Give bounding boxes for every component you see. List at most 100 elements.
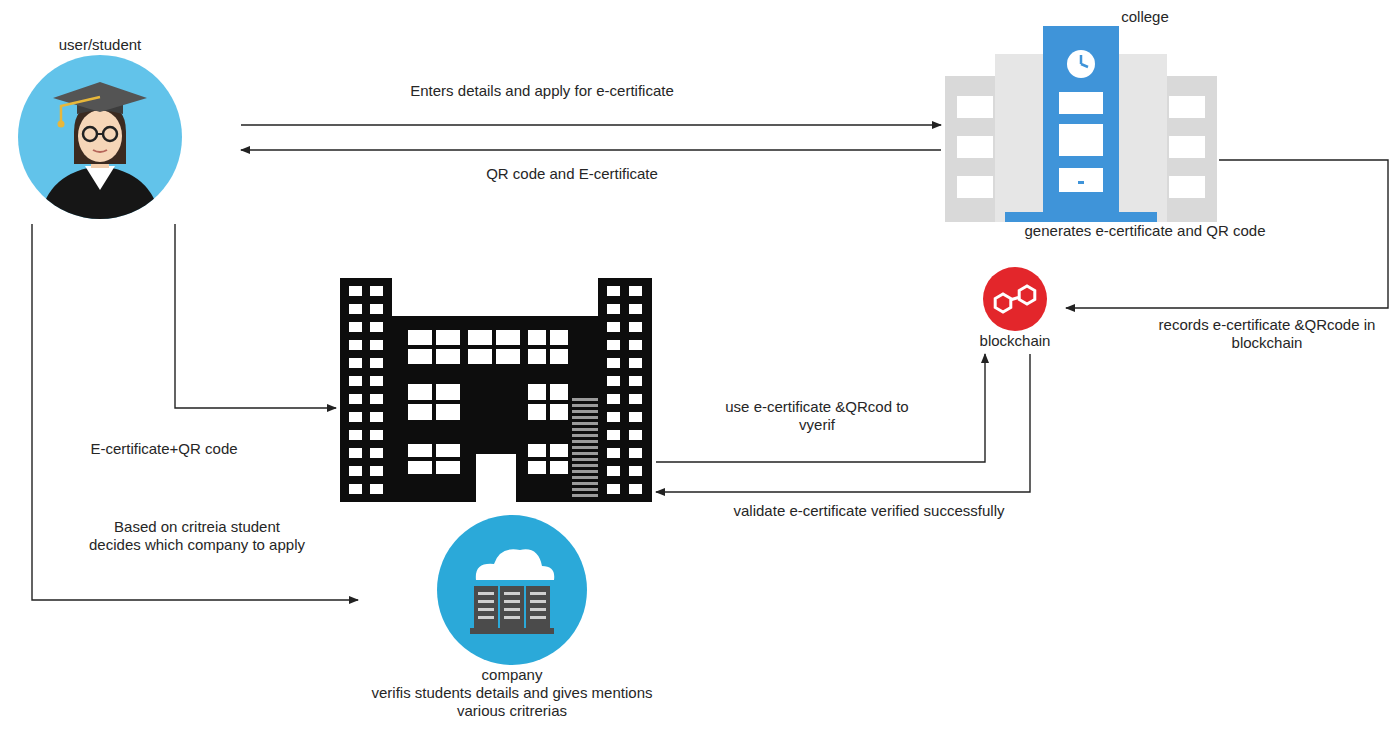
drawing-shape bbox=[370, 358, 383, 368]
drawing-shape bbox=[1010, 297, 1020, 300]
drawing-shape bbox=[607, 322, 620, 332]
drawing-shape bbox=[629, 466, 642, 476]
node-text: generates e-certificate and QR code bbox=[1025, 222, 1266, 240]
drawing-shape bbox=[530, 616, 546, 619]
drawing-shape bbox=[1169, 176, 1205, 198]
flow-arrow bbox=[656, 354, 1030, 492]
edge-label: Based on critreia student decides which … bbox=[85, 518, 309, 554]
drawing-shape bbox=[370, 448, 383, 458]
drawing-shape bbox=[370, 322, 383, 332]
node-heading: blockchain bbox=[980, 332, 1051, 350]
drawing-shape bbox=[370, 412, 383, 422]
drawing-shape bbox=[607, 358, 620, 368]
drawing-shape bbox=[607, 430, 620, 440]
drawing-shape bbox=[629, 412, 642, 422]
drawing-shape bbox=[349, 358, 362, 368]
drawing-shape bbox=[629, 394, 642, 404]
drawing-shape bbox=[370, 376, 383, 386]
drawing-shape bbox=[572, 410, 598, 413]
drawing-shape bbox=[572, 494, 598, 497]
drawing-shape bbox=[1019, 286, 1035, 304]
drawing-shape bbox=[370, 286, 383, 296]
drawing-shape bbox=[629, 358, 642, 368]
drawing-shape bbox=[437, 515, 587, 665]
drawing-shape bbox=[530, 608, 546, 611]
drawing-shape bbox=[39, 166, 161, 220]
drawing-shape bbox=[1043, 26, 1119, 222]
drawing-shape bbox=[349, 286, 362, 296]
drawing-shape bbox=[530, 600, 546, 603]
drawing-shape bbox=[607, 340, 620, 350]
drawing-shape bbox=[572, 428, 598, 431]
drawing-shape bbox=[408, 400, 460, 404]
drawing-shape bbox=[476, 549, 554, 580]
drawing-shape bbox=[629, 448, 642, 458]
drawing-shape bbox=[607, 376, 620, 386]
drawing-shape bbox=[528, 444, 568, 474]
blockchain-node: blockchain bbox=[968, 266, 1062, 350]
drawing-shape bbox=[528, 400, 568, 404]
flow-arrow bbox=[32, 224, 358, 600]
drawing-shape bbox=[476, 454, 516, 502]
edge-label: use e-certificate &QRcod to vyerif bbox=[712, 398, 922, 434]
drawing-shape bbox=[1059, 124, 1103, 156]
drawing-shape bbox=[349, 430, 362, 440]
drawing-shape bbox=[392, 316, 598, 502]
drawing-shape bbox=[408, 345, 460, 349]
edge-label: records e-certificate &QRcode in blockch… bbox=[1145, 316, 1389, 352]
drawing-shape bbox=[408, 444, 460, 474]
drawing-shape bbox=[530, 592, 546, 595]
drawing-shape bbox=[528, 457, 568, 461]
node-heading: user/student bbox=[59, 36, 142, 54]
drawing-shape bbox=[349, 484, 362, 494]
node-heading: college bbox=[1121, 8, 1169, 26]
icon-illustration bbox=[436, 514, 588, 666]
drawing-shape bbox=[607, 484, 620, 494]
drawing-shape bbox=[572, 476, 598, 479]
drawing-shape bbox=[349, 322, 362, 332]
drawing-shape bbox=[629, 484, 642, 494]
drawing-shape bbox=[74, 104, 126, 164]
drawing-shape bbox=[629, 340, 642, 350]
drawing-shape bbox=[1169, 96, 1205, 118]
drawing-shape bbox=[528, 345, 568, 349]
icon-area bbox=[340, 278, 652, 502]
drawing-shape bbox=[504, 600, 520, 603]
edge-label: validate e-certificate verified successf… bbox=[722, 502, 1016, 520]
drawing-shape bbox=[1059, 92, 1103, 114]
drawing-shape bbox=[470, 628, 554, 634]
company-node: companyverifis students details and give… bbox=[362, 514, 662, 720]
drawing-shape bbox=[474, 586, 498, 628]
node-heading: company bbox=[482, 666, 543, 684]
drawing-shape bbox=[1078, 181, 1084, 184]
drawing-shape bbox=[957, 136, 993, 158]
drawing-shape bbox=[504, 616, 520, 619]
drawing-shape bbox=[629, 430, 642, 440]
drawing-shape bbox=[370, 466, 383, 476]
edge-label: Enters details and apply for e-certifica… bbox=[390, 82, 694, 100]
drawing-shape bbox=[93, 150, 107, 152]
drawing-shape bbox=[468, 345, 520, 349]
drawing-shape bbox=[572, 422, 598, 425]
drawing-shape bbox=[408, 384, 460, 420]
drawing-shape bbox=[83, 127, 97, 141]
drawing-shape bbox=[629, 304, 642, 314]
flow-arrow bbox=[175, 224, 336, 408]
drawing-shape bbox=[78, 110, 122, 162]
drawing-shape bbox=[349, 448, 362, 458]
college-node: college generates e-certificate and QR co… bbox=[945, 8, 1345, 240]
drawing-shape bbox=[572, 440, 598, 443]
drawing-shape bbox=[478, 592, 494, 595]
drawing-shape bbox=[349, 304, 362, 314]
drawing-shape bbox=[349, 394, 362, 404]
drawing-shape bbox=[629, 376, 642, 386]
drawing-shape bbox=[983, 267, 1047, 331]
icon-illustration bbox=[17, 54, 183, 220]
drawing-shape bbox=[370, 430, 383, 440]
drawing-shape bbox=[85, 166, 115, 190]
drawing-shape bbox=[995, 294, 1011, 312]
drawing-shape bbox=[340, 278, 392, 502]
drawing-shape bbox=[572, 470, 598, 473]
flow-arrow bbox=[656, 354, 985, 462]
drawing-shape bbox=[572, 452, 598, 455]
